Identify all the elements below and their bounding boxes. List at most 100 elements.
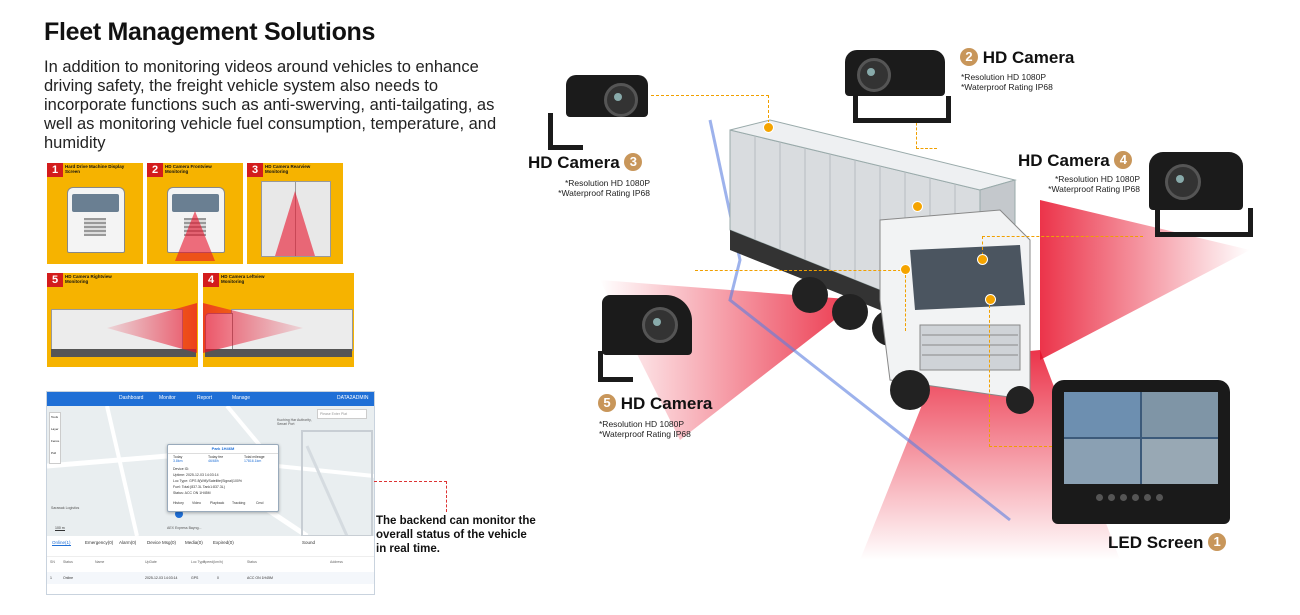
cell-sn: 1 — [50, 576, 52, 580]
cell-update: 2025-12-03 14:03:14 — [145, 576, 178, 580]
stat-label: Total mileage — [244, 455, 265, 459]
screen-buttons — [1096, 488, 1186, 501]
truck-chassis — [51, 349, 196, 357]
col-header: Name — [95, 560, 105, 564]
stat-value: 46/68h — [208, 459, 219, 463]
cell-status: Online — [63, 576, 74, 580]
col-header: UpDate — [145, 560, 157, 564]
connector-cam4 — [982, 236, 1143, 261]
connector-cam5 — [695, 270, 906, 331]
place-label: AEX Express Bayng... — [167, 526, 202, 530]
vehicle-info-popup: Park 1H46M Today 3.8km Today fee 46/68h … — [167, 444, 279, 512]
spec-waterproof: *Waterproof Rating IP68 — [558, 188, 650, 198]
camera-3-device — [548, 73, 650, 150]
camera-5-label: HD Camera — [620, 394, 713, 413]
camera-2-number-badge: 2 — [960, 48, 978, 66]
tab-expired[interactable]: Expired(0) — [213, 540, 234, 545]
tab-media[interactable]: Media(0) — [185, 540, 203, 545]
vehicle-status-table: Online(1) Emergency(0) Alarm(0) Device M… — [47, 536, 374, 594]
spec-resolution: *Resolution HD 1080P — [1054, 174, 1140, 184]
divider — [47, 556, 374, 557]
popup-line: Device ID: — [173, 467, 190, 471]
spec-waterproof: *Waterproof Rating IP68 — [1048, 184, 1140, 194]
thumb-right-view: 5 HD Camera Rightview Monitoring — [47, 273, 198, 367]
mount-point-cam4 — [977, 254, 988, 265]
thumb-caption: HD Camera Frontview Monitoring — [165, 164, 212, 174]
popup-action-video[interactable]: Video — [192, 501, 201, 505]
table-row[interactable]: 1 Online 2025-12-03 14:03:14 GPS 0 ACC O… — [47, 572, 374, 584]
popup-action-playback[interactable]: Playback — [210, 501, 225, 505]
mount-point-cam3 — [763, 122, 774, 133]
map-search-input[interactable]: Please Enter Plat — [317, 409, 367, 419]
cell-speed: 0 — [217, 576, 219, 580]
intro-paragraph: In addition to monitoring videos around … — [44, 58, 497, 152]
vehicle-marker-icon[interactable] — [175, 510, 183, 518]
view-beam — [175, 211, 215, 261]
spec-waterproof: *Waterproof Rating IP68 — [961, 82, 1053, 92]
led-screen-title: LED Screen 1 — [1108, 533, 1227, 553]
col-header: SN — [50, 560, 55, 564]
col-header: Speed(km/h) — [203, 560, 224, 564]
stat-value: 17816.1km — [244, 459, 262, 463]
thumb-number: 4 — [203, 273, 219, 287]
cell-acc-status: ACC ON 1H45M — [247, 576, 273, 580]
camera-3-label: HD Camera — [528, 153, 620, 172]
truck-front-image — [67, 187, 125, 253]
tab-device-msg[interactable]: Device Msg(0) — [147, 540, 177, 545]
map-view[interactable]: Tools Layer Fence Poll Please Enter Plat… — [47, 406, 374, 536]
nav-dashboard[interactable]: Dashboard — [119, 395, 144, 401]
tool-tools[interactable]: Tools — [51, 415, 59, 419]
page-title: Fleet Management Solutions — [44, 18, 376, 46]
camera-3-number-badge: 3 — [624, 153, 643, 171]
backend-note: The backend can monitor the overall stat… — [376, 515, 536, 555]
camera-5-title: 5 HD Camera — [598, 394, 712, 414]
tab-sound[interactable]: Sound — [302, 540, 316, 545]
screen-quad-view — [1064, 392, 1218, 484]
col-header: Status — [247, 560, 257, 564]
tool-fence[interactable]: Fence — [51, 439, 60, 443]
place-label: Sarawak Logistics — [51, 506, 80, 510]
popup-action-cmd[interactable]: Cmd — [256, 501, 264, 505]
tab-emergency[interactable]: Emergency(0) — [85, 540, 114, 545]
mount-point-cam5 — [900, 264, 911, 275]
nav-user[interactable]: DATA2ADMIN — [337, 395, 369, 401]
spec-resolution: *Resolution HD 1080P — [599, 419, 685, 429]
spec-resolution: *Resolution HD 1080P — [564, 178, 650, 188]
tab-online[interactable]: Online(1) — [52, 540, 71, 546]
popup-action-history[interactable]: History — [173, 501, 184, 505]
led-screen-device — [1052, 380, 1230, 524]
camera-2-device — [843, 48, 951, 123]
stat-value: 3.8km — [173, 459, 183, 463]
truck-chassis — [205, 349, 352, 357]
connector-cam2 — [916, 118, 937, 149]
thumb-caption: HD Camera Rightview Monitoring — [65, 274, 112, 284]
thumb-caption: Hard Drive Machine Display Screen — [65, 164, 125, 174]
thumb-number: 3 — [247, 163, 263, 177]
fleet-backend-screenshot: Dashboard Monitor Report Manage DATA2ADM… — [46, 391, 375, 595]
camera-3-title: HD Camera 3 — [528, 153, 643, 173]
nav-manage[interactable]: Manage — [232, 395, 251, 401]
stat-label: Today fee — [208, 455, 224, 459]
thumb-left-view: 4 HD Camera Leftview Monitoring — [203, 273, 354, 367]
popup-action-tracking[interactable]: Tracking — [232, 501, 246, 505]
thumb-front-view: 2 HD Camera Frontview Monitoring — [147, 163, 243, 264]
nav-monitor[interactable]: Monitor — [159, 395, 176, 401]
tool-poll[interactable]: Poll — [51, 451, 57, 455]
camera-4-title: HD Camera 4 — [1018, 151, 1133, 171]
camera-4-number-badge: 4 — [1114, 151, 1133, 169]
note-connector — [374, 481, 447, 512]
map-tool-panel: Tools Layer Fence Poll — [49, 412, 61, 464]
led-screen-number-badge: 1 — [1208, 533, 1227, 551]
camera-2-specs: *Resolution HD 1080P *Waterproof Rating … — [961, 72, 1053, 92]
tool-layer[interactable]: Layer — [51, 427, 59, 431]
camera-2-title: 2 HD Camera — [960, 48, 1074, 68]
thumb-number: 1 — [47, 163, 63, 177]
thumb-display-screen: 1 Hard Drive Machine Display Screen — [47, 163, 143, 264]
col-header: Loc Type — [191, 560, 206, 564]
tab-alarm[interactable]: Alarm(0) — [119, 540, 137, 545]
cell-loc-type: GPS — [191, 576, 199, 580]
map-scale: 100 m — [55, 526, 65, 531]
nav-report[interactable]: Report — [197, 395, 213, 401]
col-header: Status — [63, 560, 73, 564]
camera-4-device — [1145, 150, 1253, 237]
